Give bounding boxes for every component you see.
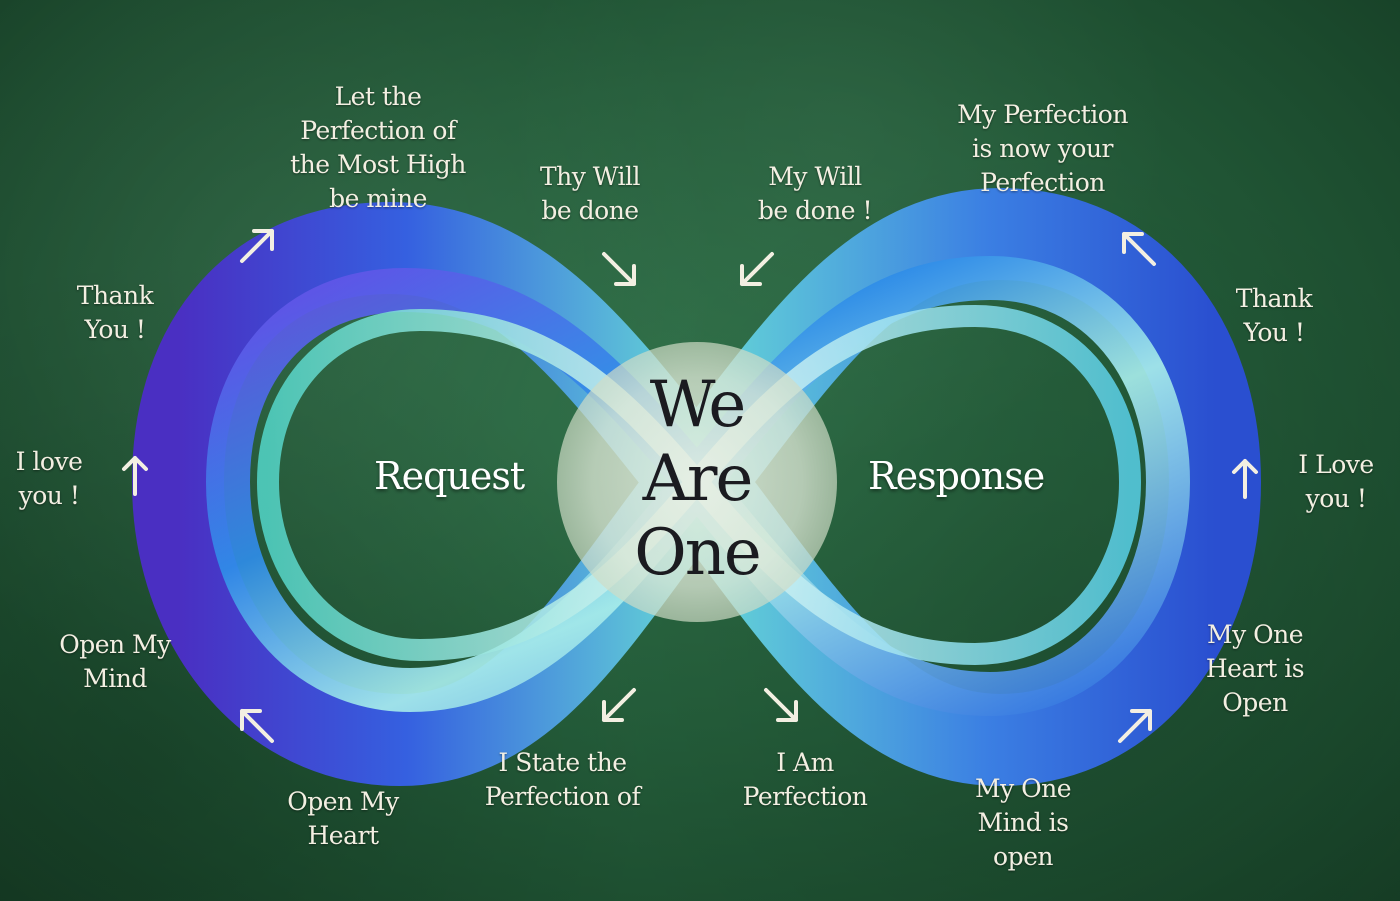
arrow-up-icon: [1222, 455, 1268, 501]
arrow-down-right-icon: [758, 682, 804, 728]
label-open-my-mind: Open My Mind: [59, 630, 171, 693]
loop-label-request: Request: [374, 454, 525, 498]
arrow-down-left-icon: [596, 682, 642, 728]
loop-label-response: Response: [868, 454, 1045, 498]
arrow-up-right-icon: [234, 223, 280, 269]
label-my-one-heart: My One Heart is Open: [1205, 620, 1305, 717]
label-thank-you-right: Thank You !: [1235, 284, 1313, 347]
label-open-my-heart: Open My Heart: [287, 787, 399, 850]
arrow-down-right-icon: [596, 246, 642, 292]
label-let-perfection: Let the Perfection of the Most High be m…: [290, 82, 466, 213]
arrow-up-right-icon: [1112, 703, 1158, 749]
label-my-will: My Will be done !: [757, 162, 873, 225]
arrow-up-left-icon: [1116, 226, 1162, 272]
label-thy-will: Thy Will be done: [539, 162, 641, 225]
label-thank-you-left: Thank You !: [76, 281, 154, 344]
center-title: We Are One: [634, 368, 762, 590]
label-i-love-you-right: I Love you !: [1298, 450, 1374, 513]
arrow-up-icon: [112, 452, 158, 498]
label-i-am: I Am Perfection: [742, 748, 868, 811]
center-circle: [557, 342, 837, 622]
arrow-down-left-icon: [734, 246, 780, 292]
label-i-state: I State the Perfection of: [484, 748, 641, 811]
label-my-perfection: My Perfection is now your Perfection: [957, 100, 1128, 197]
label-my-one-mind: My One Mind is open: [974, 774, 1072, 871]
label-i-love-you-left: I love you !: [15, 447, 83, 510]
arrow-up-left-icon: [234, 703, 280, 749]
